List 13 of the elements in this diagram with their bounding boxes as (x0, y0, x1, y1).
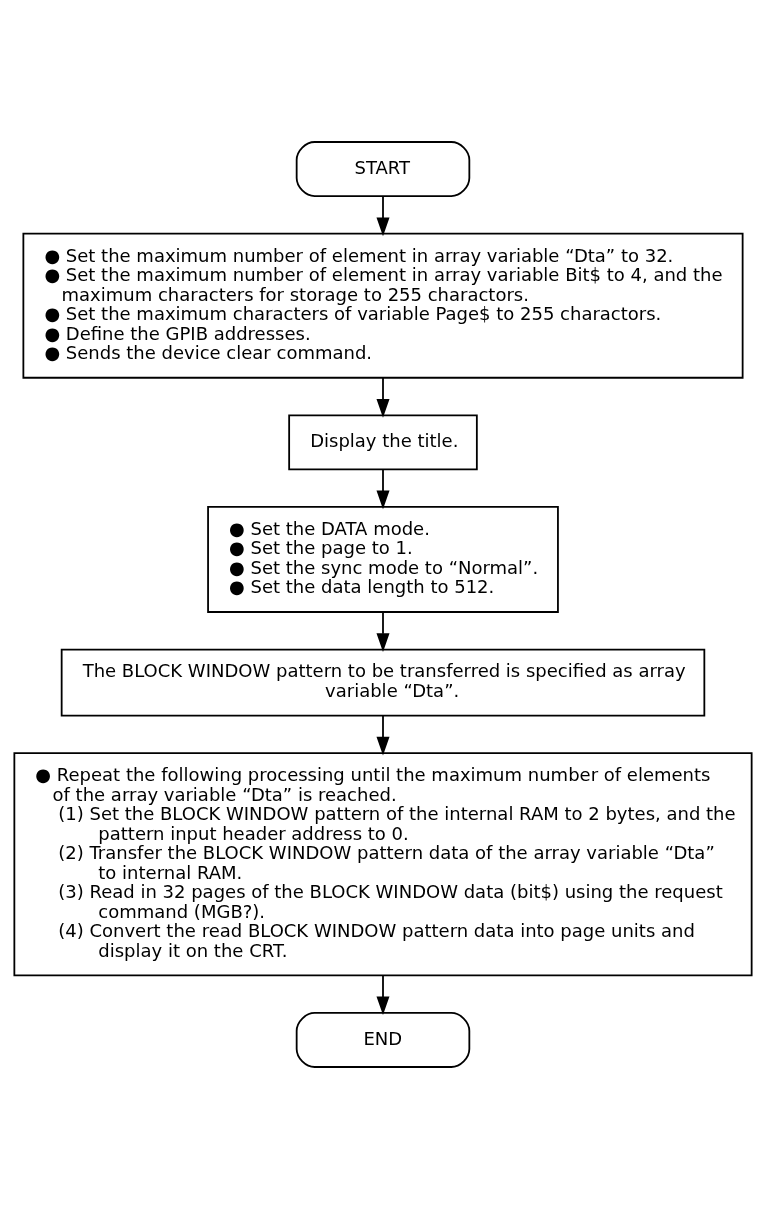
node-box: START (295, 141, 471, 197)
arrow (376, 611, 390, 652)
arrow (376, 974, 390, 1016)
node-box: ● Set the maximum number of element in array variable “Dta” to 32. ● Set the maximum number of element in array variable Bit$ to 4, and the maximum characters for storage to 255 charactors. ● Set the maximum characters of variable Page$ to 255 charactors. ● Define the GPIB addresses. ● Sends the device clear command. (22, 232, 744, 379)
node-box: The BLOCK WINDOW pattern to be transferred is specified as array variable “Dta”. (60, 648, 706, 717)
node-box: ● Set the DATA mode. ● Set the page to 1. ● Set the sync mode to “Normal”. ● Set the data length to 512. (207, 506, 559, 613)
node-box: ● Repeat the following processing until the maximum number of elements of the array variable “Dta” is reached. (1) Set the BLOCK WINDOW pattern of the internal RAM to 2 bytes, and the pattern input header address to 0. (2) Transfer the BLOCK WINDOW pattern data of the array variable “Dta” to internal RAM. (3) Read in 32 pages of the BLOCK WINDOW data (bit$) using the request command (MGB?). (4) Convert the read BLOCK WINDOW pattern data into page units and display it on the CRT. (13, 752, 753, 977)
arrow (376, 714, 390, 756)
arrow (376, 377, 390, 418)
node-box: END (295, 1012, 471, 1068)
arrow (376, 195, 390, 237)
node-box: Display the title. (288, 414, 478, 471)
arrow (376, 468, 390, 510)
